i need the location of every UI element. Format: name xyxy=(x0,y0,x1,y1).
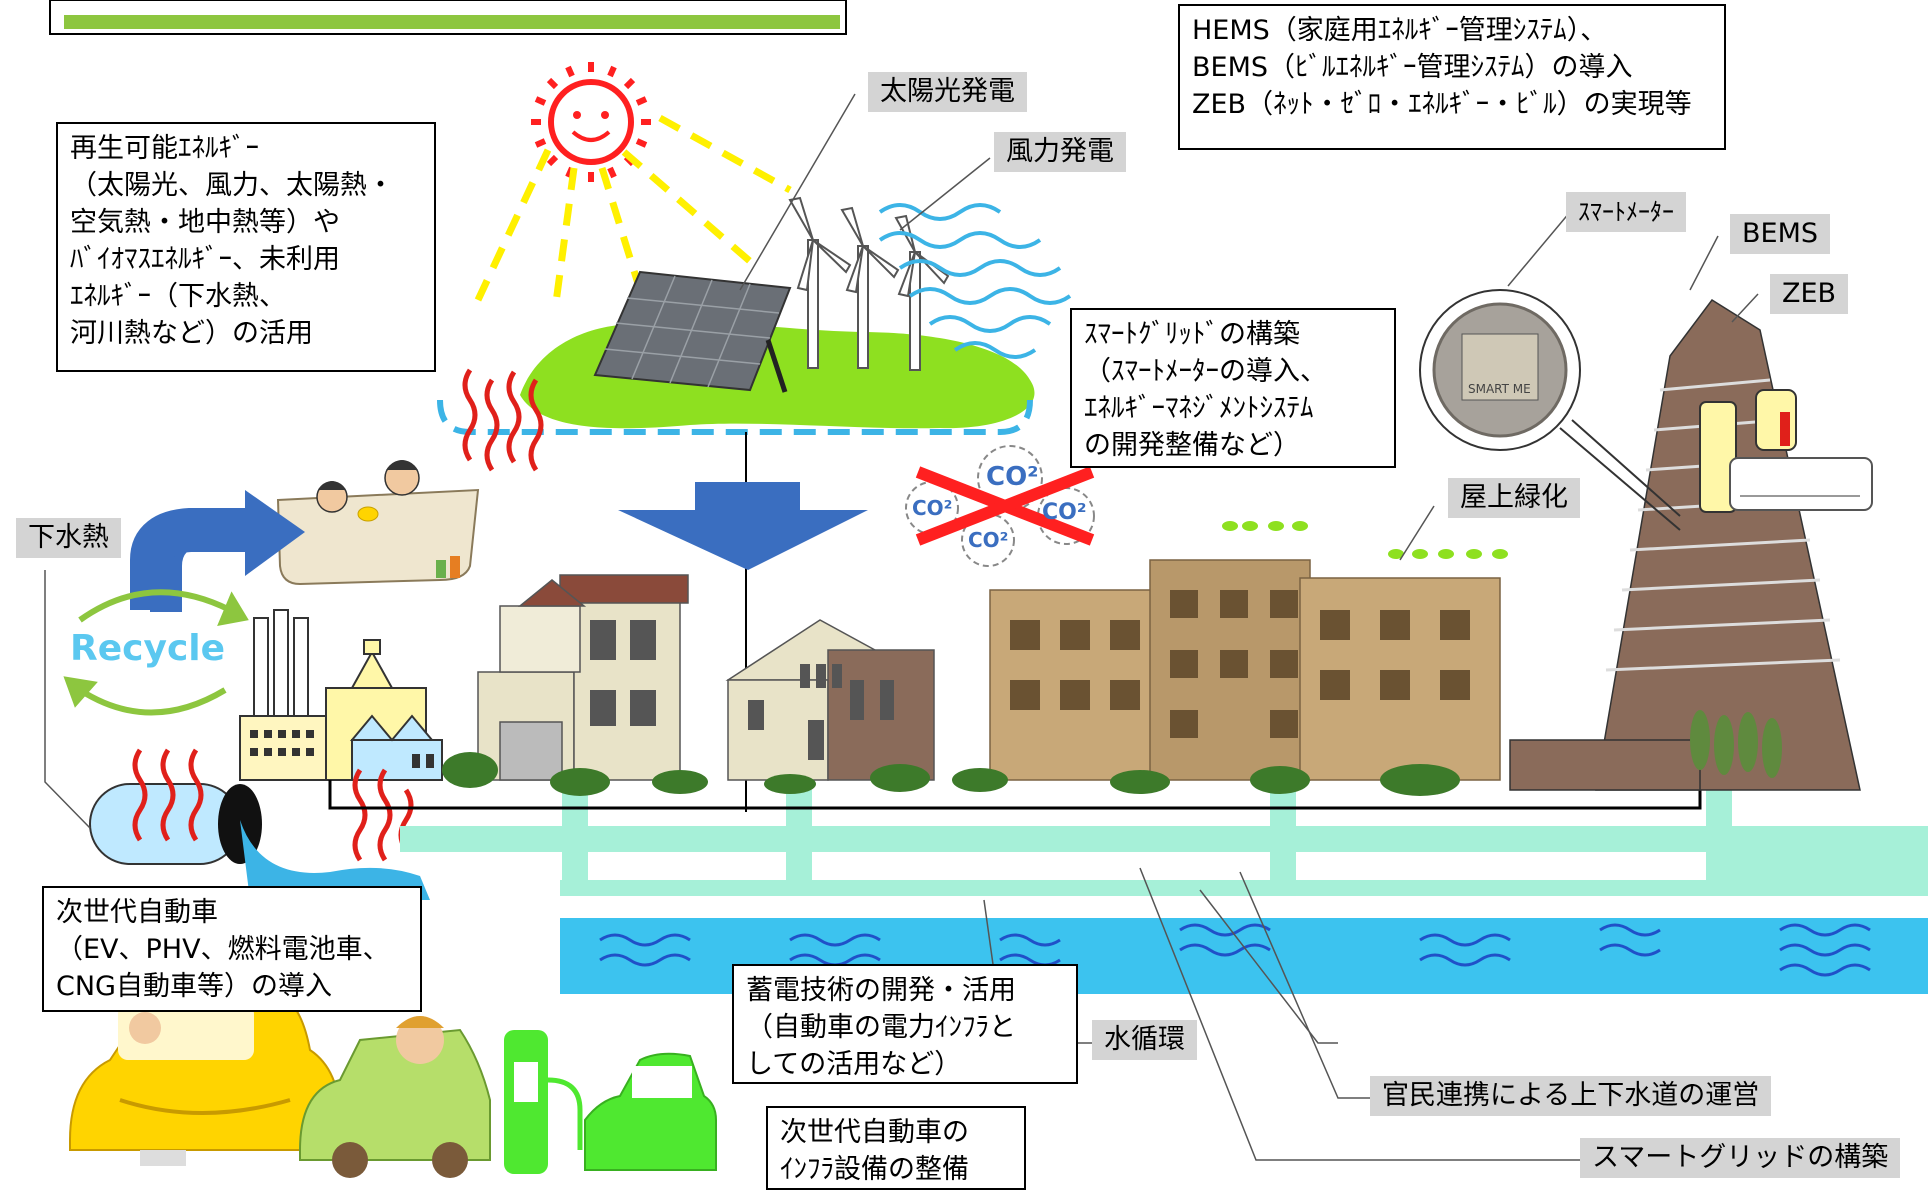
yellow-car-icon xyxy=(69,984,341,1166)
recycle-label: Recycle xyxy=(70,628,226,669)
bushes xyxy=(442,752,1460,796)
tag-smart-grid: スマートグリッドの構築 xyxy=(1580,1138,1901,1178)
wind-waves xyxy=(878,203,1072,359)
sun-rays xyxy=(474,114,792,311)
smart-meter-icon xyxy=(1419,289,1681,531)
energy-supply-bracket xyxy=(437,399,1033,435)
apartment-building xyxy=(989,559,1501,781)
house-2 xyxy=(725,619,935,781)
rooftop-greening-icon xyxy=(1222,521,1508,559)
tag-smart-meter: ｽﾏｰﾄﾒｰﾀｰ xyxy=(1566,192,1686,232)
smart-grid-line xyxy=(328,780,1702,810)
tag-wind-power: 風力発電 xyxy=(994,132,1126,172)
recycle-arrows xyxy=(63,589,249,716)
leader-lines xyxy=(44,93,1759,1161)
tag-public-private-water: 官民連携による上下水道の運営 xyxy=(1370,1076,1772,1116)
tag-solar-power: 太陽光発電 xyxy=(868,72,1027,112)
co2-label-1: CO² xyxy=(986,462,1039,492)
callout-renewable-energy: 再生可能ｴﾈﾙｷﾞｰ （太陽光、風力、太陽熱・ 空気熱・地中熱等）や ﾊﾞｲｵﾏ… xyxy=(56,122,436,372)
house-1 xyxy=(477,574,689,781)
tag-bems: BEMS xyxy=(1730,214,1831,254)
bathtub-icon xyxy=(276,460,480,586)
co2-cross-icon xyxy=(905,445,1095,567)
ev-car-icon xyxy=(584,1052,717,1171)
tag-sewage-heat: 下水熱 xyxy=(16,518,121,558)
energy-down-arrow xyxy=(618,482,868,570)
callout-ev-infrastructure: 次世代自動車の ｲﾝﾌﾗ設備の整備 xyxy=(766,1106,1026,1190)
smart-meter-face-label: SMART ME xyxy=(1468,382,1531,396)
callout-storage-tech: 蓄電技術の開発・活用 （自動車の電力ｲﾝﾌﾗと しての活用など） xyxy=(732,964,1078,1084)
zeb-tower xyxy=(1509,298,1861,791)
air-conditioner-icon xyxy=(1729,457,1873,511)
callout-smart-grid-build: ｽﾏｰﾄｸﾞﾘｯﾄﾞの構築 （ｽﾏｰﾄﾒｰﾀｰの導入、 ｴﾈﾙｷﾞｰﾏﾈｼﾞﾒﾝ… xyxy=(1070,308,1396,468)
tag-rooftop-greening: 屋上緑化 xyxy=(1448,478,1580,518)
factory-icon xyxy=(239,609,443,781)
co2-label-2: CO² xyxy=(912,496,953,520)
tag-water-cycle: 水循環 xyxy=(1092,1020,1197,1060)
callout-hems-bems-zeb: HEMS（家庭用ｴﾈﾙｷﾞｰ管理ｼｽﾃﾑ）、 BEMS（ﾋﾞﾙｴﾈﾙｷﾞｰ管理ｼ… xyxy=(1178,4,1726,150)
charging-station-icon xyxy=(504,1030,583,1174)
tag-zeb: ZEB xyxy=(1770,274,1849,314)
co2-label-3: CO² xyxy=(968,528,1009,552)
callout-next-gen-car: 次世代自動車 （EV、PHV、燃料電池車、 CNG自動車等）の導入 xyxy=(42,886,422,1012)
thermometer-icon xyxy=(1699,389,1797,513)
title-box xyxy=(49,0,847,35)
water-pipes xyxy=(400,790,1928,896)
co2-label-4: CO² xyxy=(1042,500,1087,525)
heat-waves-bath xyxy=(462,368,544,472)
sewage-pipe xyxy=(89,783,430,900)
sewage-heat-arrow xyxy=(130,490,305,612)
green-car-icon xyxy=(299,1016,491,1178)
solar-panel-icon xyxy=(593,270,792,393)
